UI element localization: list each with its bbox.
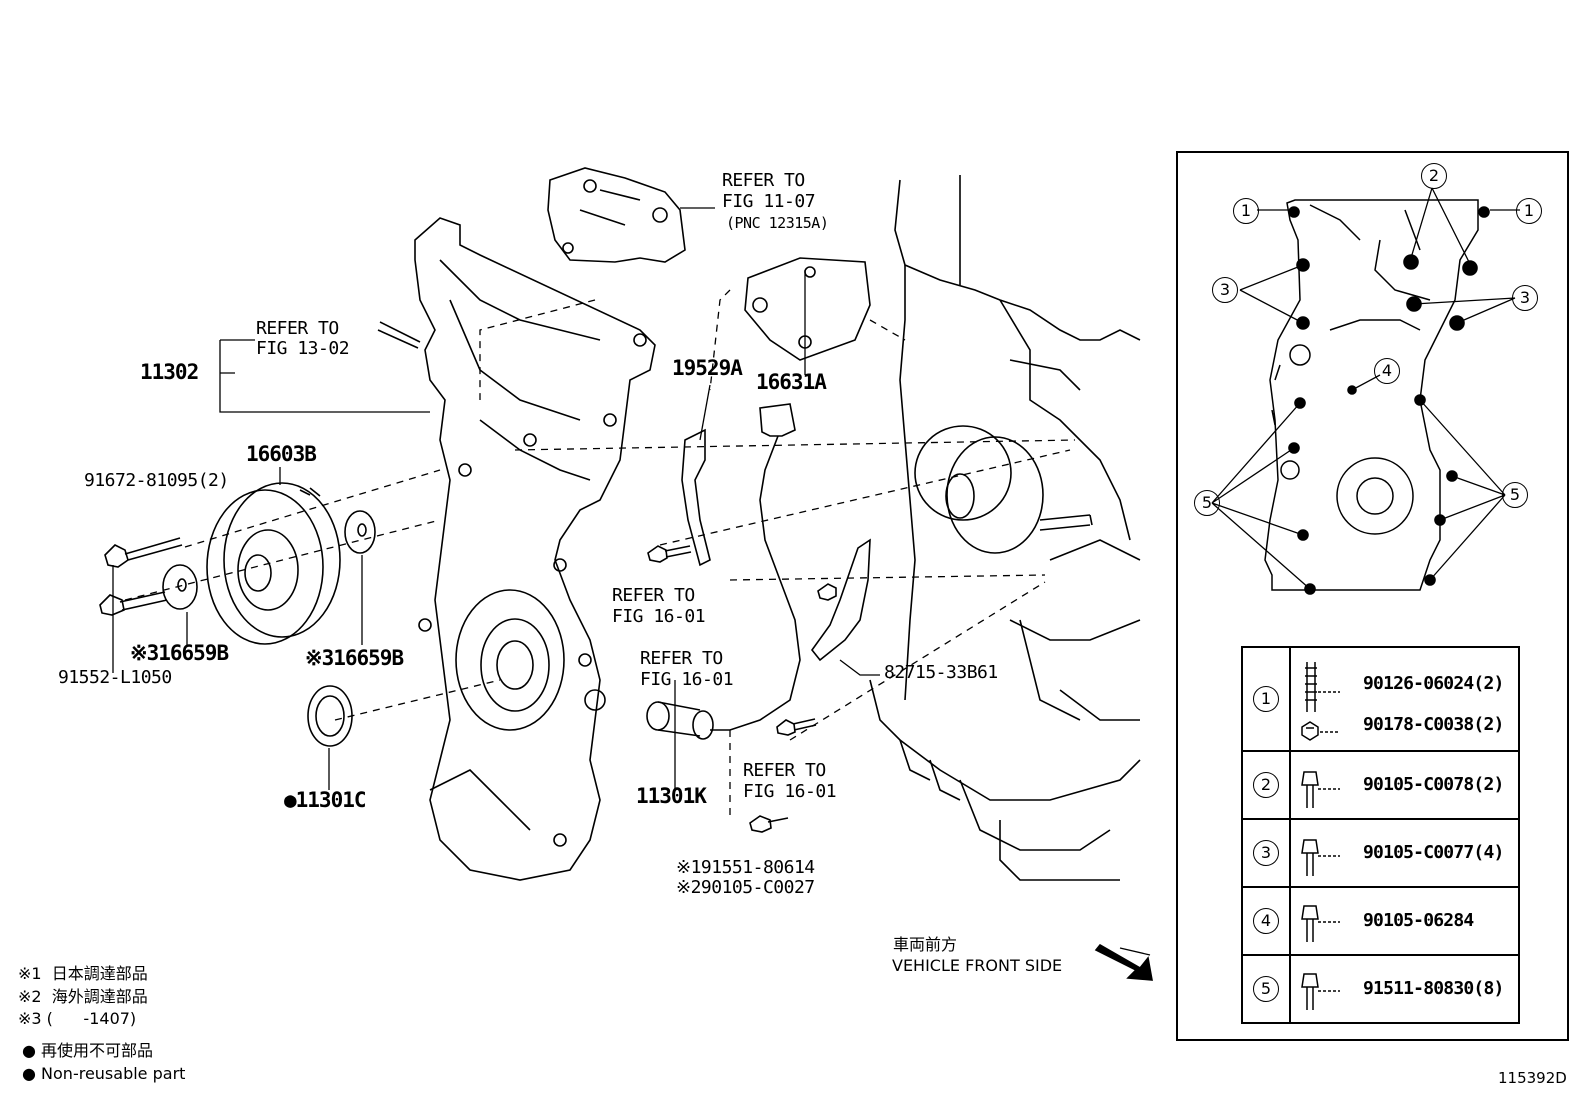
fastener-row-2: 2 90105-C0078(2)	[1241, 750, 1520, 820]
refer-fig-16-01-a-line1: REFER TO	[612, 585, 695, 606]
legend-callout-4: 4	[1374, 358, 1400, 384]
bolts	[99, 321, 837, 833]
engine-mount-bracket	[547, 167, 686, 263]
part-label-11301c: ●11301C	[284, 788, 367, 812]
legend-callout-1-right: 1	[1516, 198, 1542, 224]
refer-fig-13-02-line1: REFER TO	[256, 318, 339, 339]
fastener-number: 4	[1253, 908, 1279, 934]
vehicle-front-label-jp: 車両前方	[893, 935, 958, 954]
washer-right	[344, 510, 376, 554]
fastener-part-number: 90105-C0078(2)	[1363, 774, 1504, 795]
fastener-row-4: 4 90105-06284	[1241, 886, 1520, 956]
fastener-number: 2	[1253, 772, 1279, 798]
note-non-reusable-en: ● Non-reusable part	[22, 1064, 186, 1083]
crankshaft-pulley	[206, 482, 341, 645]
fastener-row-1: 1 90126-06024(2) 90178-C0038(2)	[1241, 646, 1520, 752]
refer-fig-16-01-c-line2: FIG 16-01	[743, 781, 837, 802]
refer-fig-16-01-b-line2: FIG 16-01	[640, 669, 734, 690]
legend-callout-3-right: 3	[1512, 285, 1538, 311]
washer-left	[162, 564, 198, 610]
legend-bolt-dots	[1288, 206, 1490, 595]
fastener-legend-panel	[1176, 151, 1569, 1041]
fastener-part-number: 90105-06284	[1363, 910, 1474, 931]
part-label-11301k: 11301K	[636, 784, 707, 808]
legend-callout-1-left: 1	[1233, 198, 1259, 224]
part-label-16659b-right: ※316659B	[305, 646, 404, 670]
part-label-16659b-left: ※316659B	[130, 641, 229, 665]
refer-fig-11-07-pnc: (PNC 12315A)	[726, 214, 829, 232]
harness-bracket	[681, 428, 871, 662]
note-1: ※1 日本調達部品	[18, 964, 148, 983]
refer-fig-11-07-line1: REFER TO	[722, 170, 805, 191]
note-3: ※3 ( -1407)	[18, 1009, 137, 1028]
note-non-reusable-jp: ● 再使用不可部品	[22, 1041, 154, 1060]
fastener-part-number: 90105-C0077(4)	[1363, 842, 1504, 863]
part-label-91552: 91552-L1050	[58, 667, 172, 688]
refer-fig-11-07-line2: FIG 11-07	[722, 191, 816, 212]
refer-fig-16-01-a-line2: FIG 16-01	[612, 606, 706, 627]
part-label-82715: 82715-33B61	[884, 662, 998, 683]
fastener-number: 5	[1253, 976, 1279, 1002]
fastener-number: 3	[1253, 840, 1279, 866]
refer-fig-13-02-line2: FIG 13-02	[256, 338, 350, 359]
fastener-table: 1 90126-06024(2) 90178-C0038(2) 2 90105-…	[1241, 646, 1520, 1024]
dashed-alignment-lines	[124, 289, 1076, 820]
fastener-row-5: 5 91511-80830(8)	[1241, 954, 1520, 1024]
fastener-row-3: 3 90105-C0077(4)	[1241, 818, 1520, 888]
refer-fig-16-01-c-line1: REFER TO	[743, 760, 826, 781]
fastener-part-number: 90178-C0038(2)	[1363, 714, 1504, 735]
part-label-16631a: 16631A	[756, 370, 827, 394]
part-label-16603b: 16603B	[246, 442, 317, 466]
legend-cover-outline	[1264, 199, 1479, 591]
front-direction-arrow	[1094, 943, 1153, 981]
crank-position-sensor	[646, 403, 801, 740]
timing-cover	[414, 217, 656, 881]
part-label-91551: ※191551-80614	[676, 857, 815, 878]
figure-id: 115392D	[1498, 1069, 1567, 1087]
legend-callout-5-left: 5	[1194, 490, 1220, 516]
refer-fig-16-01-b-line1: REFER TO	[640, 648, 723, 669]
sensor-bracket	[744, 257, 871, 361]
vehicle-front-label-en: VEHICLE FRONT SIDE	[892, 956, 1063, 975]
engine-block	[869, 175, 1141, 881]
note-2: ※2 海外調達部品	[18, 987, 148, 1006]
fastener-number: 1	[1253, 686, 1279, 712]
fastener-part-number: 90126-06024(2)	[1363, 673, 1504, 694]
leader-lines	[112, 207, 1151, 956]
part-label-90105-c0027: ※290105-C0027	[676, 877, 815, 898]
legend-callout-lines	[1211, 187, 1520, 590]
part-label-91672: 91672-81095(2)	[84, 470, 229, 491]
legend-callout-5-right: 5	[1502, 482, 1528, 508]
fastener-part-number: 91511-80830(8)	[1363, 978, 1504, 999]
part-label-19529a: 19529A	[672, 356, 743, 380]
oil-seal	[307, 685, 353, 747]
legend-callout-2: 2	[1421, 163, 1447, 189]
legend-callout-3-left: 3	[1212, 277, 1238, 303]
part-label-11302: 11302	[140, 360, 199, 384]
